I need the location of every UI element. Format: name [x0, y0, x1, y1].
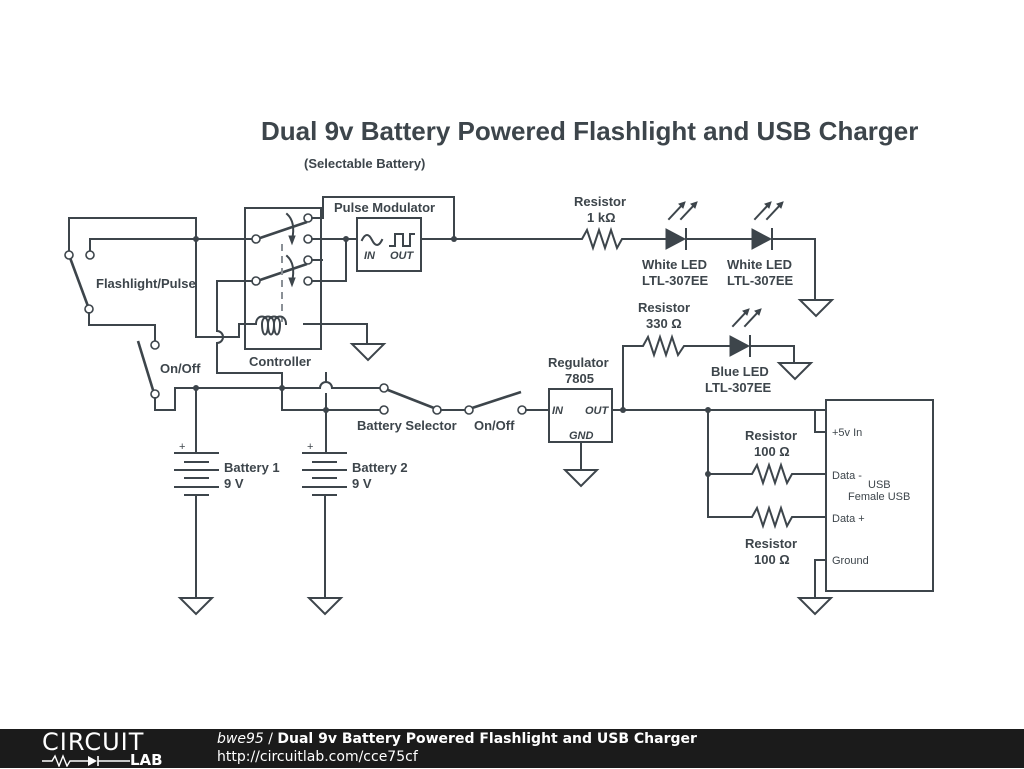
on-off-left-label: On/Off — [160, 361, 201, 376]
bat2-value: 9 V — [352, 476, 372, 491]
r3-name: Resistor — [745, 428, 797, 443]
r1-value: 1 kΩ — [587, 210, 616, 225]
r2-name: Resistor — [638, 300, 690, 315]
flashlight-pulse-switch — [64, 217, 257, 342]
white-led-1 — [665, 201, 753, 250]
led3-name: Blue LED — [711, 364, 769, 379]
r3-value: 100 Ω — [754, 444, 790, 459]
usb-connector — [825, 399, 934, 592]
bat1-plus: + — [179, 441, 185, 453]
usb-pin-5v: +5v In — [832, 427, 862, 439]
junction-dots — [193, 236, 711, 477]
resistor-1k — [576, 226, 667, 252]
r4-name: Resistor — [745, 536, 797, 551]
footer-bar: CIRCUIT LAB bwe95 / Dual 9v Battery Powe… — [0, 729, 1024, 768]
r4-value: 100 Ω — [754, 552, 790, 567]
circuitlab-logo[interactable]: CIRCUIT LAB — [42, 728, 177, 769]
regulator-value: 7805 — [565, 371, 594, 386]
footer-username[interactable]: bwe95 — [217, 731, 264, 747]
diagram-title: Dual 9v Battery Powered Flashlight and U… — [261, 116, 918, 146]
on-off-right-label: On/Off — [474, 418, 515, 433]
resistor-330 — [622, 333, 731, 411]
usb-desc: Female USB — [848, 491, 910, 503]
logo-circuit-text: CIRCUIT — [42, 728, 145, 756]
footer-circuit-title[interactable]: Dual 9v Battery Powered Flashlight and U… — [277, 731, 697, 747]
blue-led — [729, 308, 814, 381]
battery-bus — [174, 372, 381, 447]
regulator-name: Regulator — [548, 355, 609, 370]
led3-part: LTL-307EE — [705, 380, 772, 395]
pm-in-pin: IN — [364, 250, 376, 262]
flashlight-pulse-label: Flashlight/Pulse — [96, 276, 196, 291]
r2-value: 330 Ω — [646, 316, 682, 331]
r1-name: Resistor — [574, 194, 626, 209]
reg-in-pin: IN — [552, 405, 564, 417]
controller-relay — [215, 196, 455, 411]
led2-part: LTL-307EE — [727, 273, 794, 288]
bat1-value: 9 V — [224, 476, 244, 491]
battery-2 — [302, 409, 347, 616]
schematic: Dual 9v Battery Powered Flashlight and U… — [64, 116, 934, 616]
led1-name: White LED — [642, 257, 707, 272]
usb-wiring — [707, 409, 834, 616]
on-off-switch-right — [464, 390, 550, 415]
bat2-name: Battery 2 — [352, 460, 408, 475]
usb-pin-data-minus: Data - — [832, 470, 862, 482]
logo-lab-text: LAB — [130, 751, 163, 769]
battery-selector-switch — [379, 383, 466, 415]
led2-name: White LED — [727, 257, 792, 272]
bat1-name: Battery 1 — [224, 460, 280, 475]
usb-pin-ground: Ground — [832, 555, 869, 567]
footer-url[interactable]: http://circuitlab.com/cce75cf — [217, 749, 418, 765]
logo-resistor-diode-icon — [42, 754, 130, 767]
reg-out-pin: OUT — [585, 405, 610, 417]
usb-name: USB — [868, 479, 891, 491]
pm-out-pin: OUT — [390, 250, 415, 262]
regulator-7805 — [548, 388, 827, 488]
battery-1 — [174, 387, 219, 616]
battery-selector-label: Battery Selector — [357, 418, 457, 433]
pulse-modulator-label: Pulse Modulator — [334, 200, 435, 215]
reg-gnd-pin: GND — [569, 430, 594, 442]
footer-separator: / — [263, 731, 278, 747]
usb-pin-data-plus: Data + — [832, 513, 865, 525]
bat2-plus: + — [307, 441, 313, 453]
diagram-subtitle: (Selectable Battery) — [304, 156, 425, 171]
white-led-2 — [751, 201, 835, 318]
pulse-modulator — [356, 217, 578, 272]
led1-part: LTL-307EE — [642, 273, 709, 288]
footer-text: bwe95 / Dual 9v Battery Powered Flashlig… — [217, 730, 697, 766]
controller-label: Controller — [249, 354, 311, 369]
